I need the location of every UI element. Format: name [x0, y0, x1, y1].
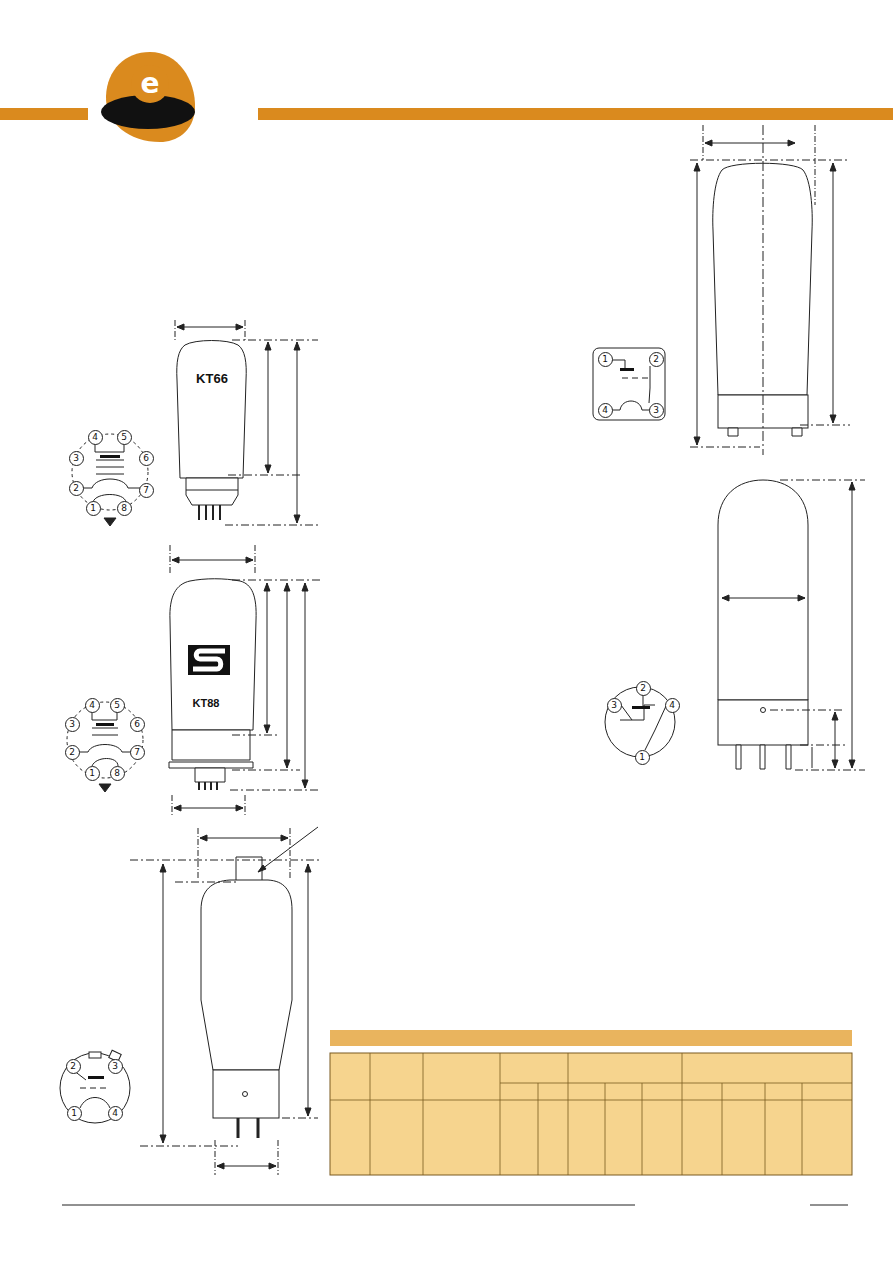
pin-circle: 2 — [65, 745, 80, 760]
pin-number: 6 — [134, 720, 140, 729]
pin-circle: 2 — [69, 481, 84, 496]
tube-type: KT88 — [193, 698, 220, 709]
pin-number: 4 — [92, 433, 98, 442]
pin-circle: 2 — [66, 1059, 81, 1074]
pin-number: 1 — [90, 504, 96, 513]
pin-number: 2 — [70, 1062, 76, 1071]
pin-circle: 5 — [110, 698, 125, 713]
pin-circle: 8 — [110, 766, 125, 781]
pin-circle: 6 — [139, 451, 154, 466]
pin-number: 4 — [669, 701, 675, 710]
pin-circle: 1 — [86, 501, 101, 516]
pin-circle: 3 — [108, 1059, 123, 1074]
pin-number: 7 — [134, 748, 140, 757]
pin-circle: 7 — [139, 483, 154, 498]
pin-circle: 2 — [649, 352, 664, 367]
pin-circle: 5 — [117, 430, 132, 445]
pin-number: 3 — [611, 701, 617, 710]
pin-number: 2 — [640, 684, 646, 693]
pin-number: 7 — [143, 486, 149, 495]
pin-circle: 3 — [65, 717, 80, 732]
pin-circle: 1 — [85, 766, 100, 781]
pin-circle: 1 — [598, 352, 613, 367]
pin-circle: 4 — [665, 698, 680, 713]
pin-circle: 6 — [130, 717, 145, 732]
pin-number: 1 — [89, 769, 95, 778]
pin-circle: 4 — [108, 1106, 123, 1121]
pin-number: 1 — [602, 355, 608, 364]
pin-circle: 3 — [649, 403, 664, 418]
pin-circle: 3 — [607, 698, 622, 713]
pin-circle: 1 — [67, 1106, 82, 1121]
pin-number: 3 — [69, 720, 75, 729]
pin-number: 6 — [143, 454, 149, 463]
pin-number: 5 — [114, 701, 120, 710]
pin-number: 4 — [89, 701, 95, 710]
pin-number: 5 — [121, 433, 127, 442]
pin-number: 3 — [653, 406, 659, 415]
pin-circle: 8 — [117, 501, 132, 516]
tube-type: KT66 — [196, 372, 228, 385]
pin-number: 3 — [112, 1062, 118, 1071]
pin-circle: 4 — [88, 430, 103, 445]
pin-number: 4 — [602, 406, 608, 415]
pin-number: 1 — [639, 753, 645, 762]
pin-circle: 3 — [69, 451, 84, 466]
pin-number: 2 — [653, 355, 659, 364]
pin-number: 2 — [73, 484, 79, 493]
pin-circle: 7 — [130, 745, 145, 760]
pin-circle: 2 — [636, 681, 651, 696]
pin-number: 8 — [114, 769, 120, 778]
pin-number: 4 — [112, 1109, 118, 1118]
pin-circle: 1 — [635, 750, 650, 765]
pin-number: 2 — [69, 748, 75, 757]
pin-number: 1 — [71, 1109, 77, 1118]
pin-number: 8 — [121, 504, 127, 513]
pin-circle: 4 — [598, 403, 613, 418]
pin-circle: 4 — [85, 698, 100, 713]
pin-number: 3 — [73, 454, 79, 463]
logo-letter: e — [141, 70, 160, 98]
